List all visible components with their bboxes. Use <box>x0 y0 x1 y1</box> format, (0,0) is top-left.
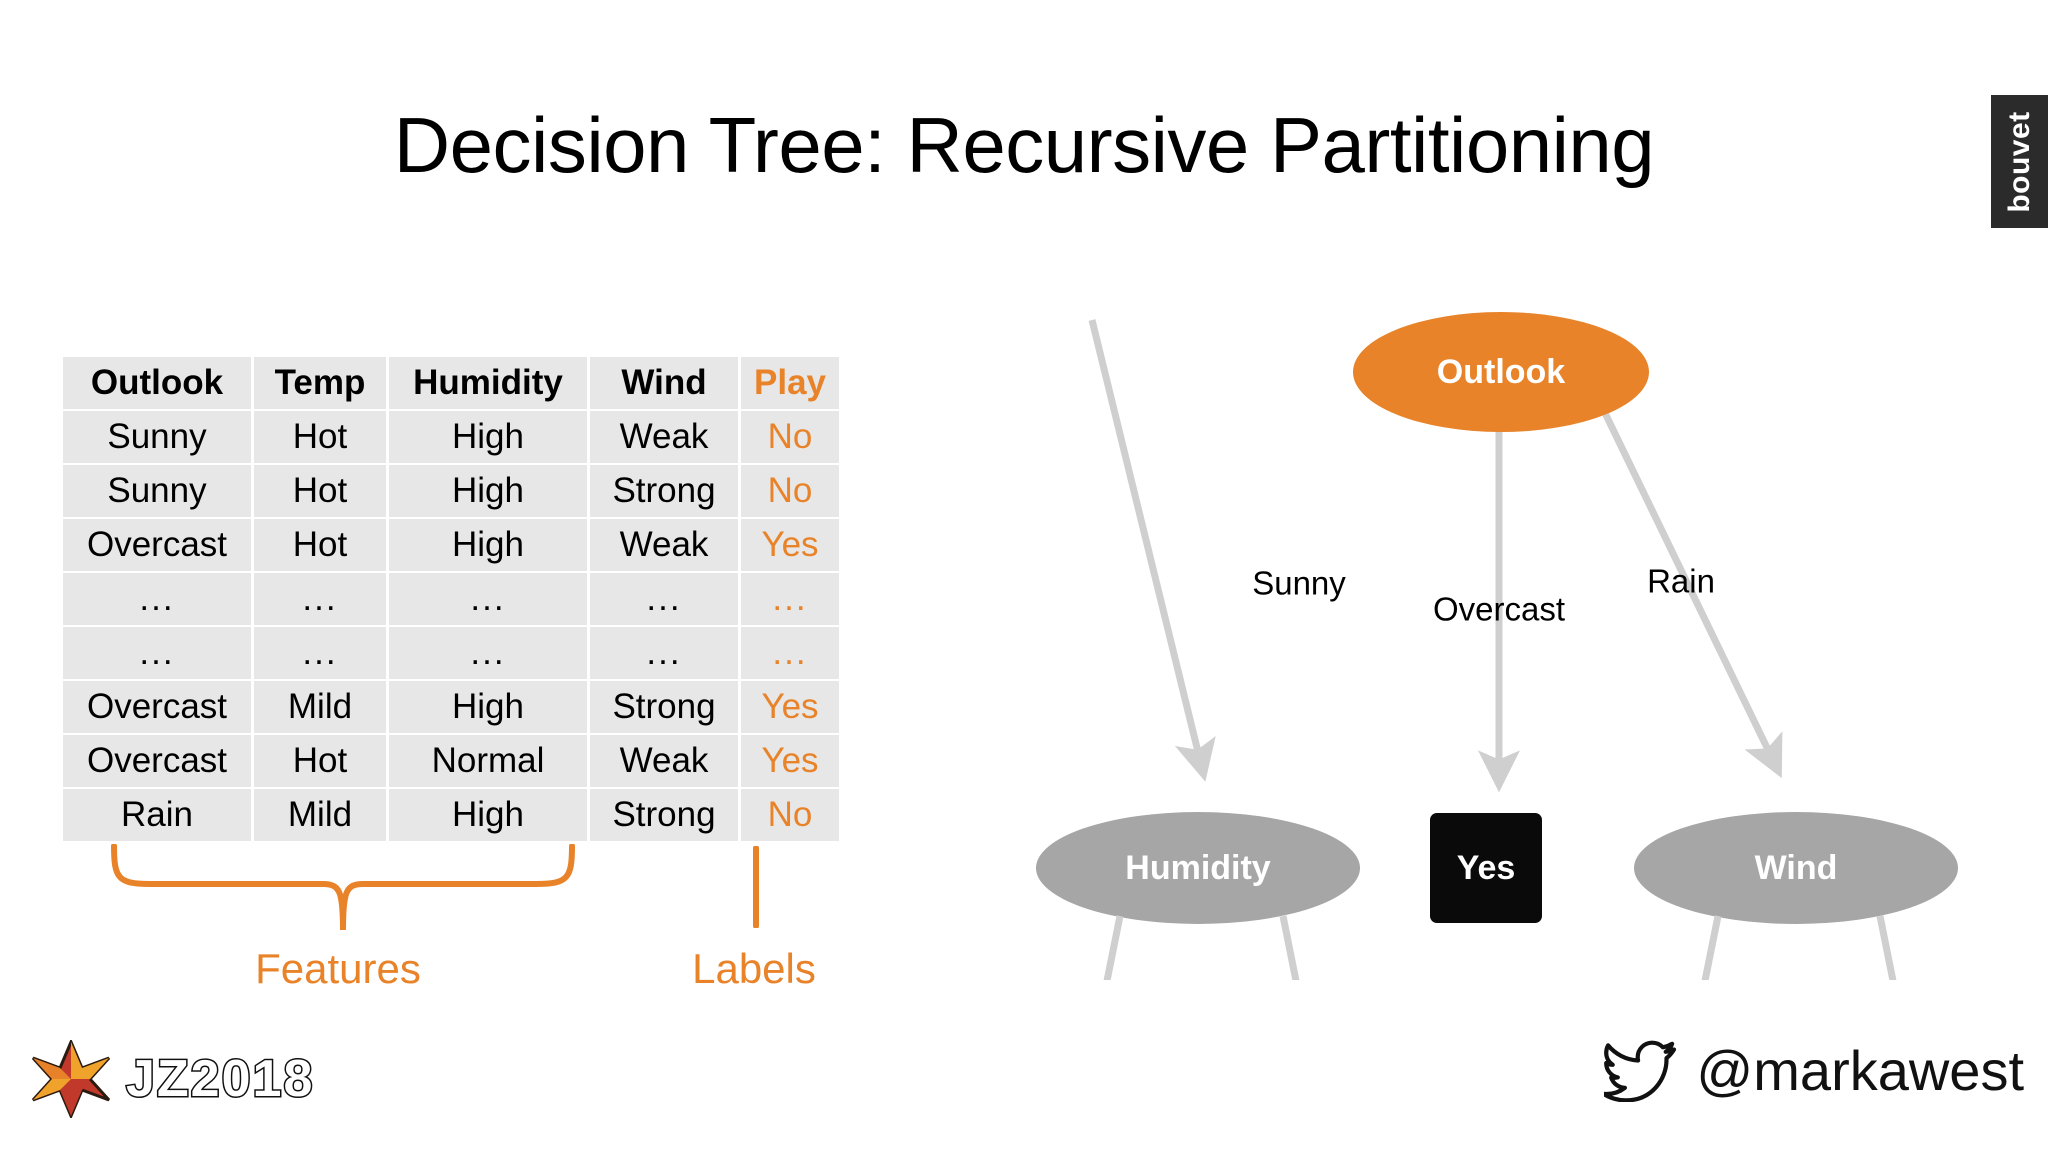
decision-tree-diagram: Outlook Sunny Overcast Rain Humidity Yes… <box>950 260 1958 980</box>
cell-humidity: High <box>389 789 587 841</box>
cell-play: Yes <box>741 681 839 733</box>
cell-play: No <box>741 411 839 463</box>
table-row: Overcast Mild High Strong Yes <box>63 681 839 733</box>
cell-outlook: Sunny <box>63 465 251 517</box>
bouvet-logo-text: bouvet <box>2002 110 2036 213</box>
cell-outlook: Overcast <box>63 681 251 733</box>
cell-temp: Hot <box>254 735 386 787</box>
bouvet-logo: bouvet <box>1991 95 2048 228</box>
tree-edge-humidity-high <box>1103 915 1124 980</box>
twitter-handle[interactable]: @markawest <box>1604 1038 2024 1103</box>
table-header-row: Outlook Temp Humidity Wind Play <box>63 357 839 409</box>
cell-play: ... <box>741 627 839 679</box>
training-data-table: Outlook Temp Humidity Wind Play Sunny Ho… <box>60 355 842 843</box>
cell-outlook: ... <box>63 573 251 625</box>
column-header-humidity: Humidity <box>389 357 587 409</box>
tree-leaf-overcast-yes-label: Yes <box>1457 849 1516 887</box>
javazone-wordmark: JZ2018 <box>124 1049 315 1110</box>
cell-wind: Strong <box>590 465 738 517</box>
cell-wind: Weak <box>590 519 738 571</box>
tree-node-humidity-label: Humidity <box>1125 849 1271 887</box>
tree-edge-wind-strong <box>1701 915 1722 980</box>
tree-node-humidity[interactable] <box>1036 812 1360 924</box>
cell-humidity: High <box>389 681 587 733</box>
column-header-temp: Temp <box>254 357 386 409</box>
cell-temp: Mild <box>254 681 386 733</box>
cell-outlook: Overcast <box>63 735 251 787</box>
table-row: Sunny Hot High Weak No <box>63 411 839 463</box>
features-brace-icon <box>111 844 575 931</box>
labels-bracket-icon <box>753 846 759 928</box>
column-header-play: Play <box>741 357 839 409</box>
cell-humidity: ... <box>389 627 587 679</box>
tree-node-outlook-label: Outlook <box>1437 353 1566 391</box>
cell-wind: ... <box>590 627 738 679</box>
tree-node-outlook[interactable] <box>1353 312 1649 432</box>
cell-wind: Weak <box>590 735 738 787</box>
tree-leaf-overcast-yes[interactable] <box>1430 813 1542 923</box>
features-annotation-label: Features <box>255 945 421 992</box>
javazone-star-icon <box>31 1040 111 1118</box>
labels-annotation-label: Labels <box>692 945 816 992</box>
tree-edge-label-sunny: Sunny <box>1252 565 1346 602</box>
tree-node-wind-label: Wind <box>1755 849 1838 887</box>
cell-wind: Weak <box>590 411 738 463</box>
twitter-handle-text: @markawest <box>1696 1039 2024 1102</box>
tree-edge-label-rain: Rain <box>1647 563 1715 600</box>
cell-temp: ... <box>254 573 386 625</box>
cell-temp: Mild <box>254 789 386 841</box>
tree-edge-wind-weak <box>1876 915 1897 980</box>
cell-temp: Hot <box>254 519 386 571</box>
cell-humidity: High <box>389 519 587 571</box>
column-header-wind: Wind <box>590 357 738 409</box>
cell-wind: Strong <box>590 681 738 733</box>
tree-edge-humidity-normal <box>1279 915 1300 980</box>
table-row: ... ... ... ... ... <box>63 573 839 625</box>
cell-temp: Hot <box>254 465 386 517</box>
table-row: Sunny Hot High Strong No <box>63 465 839 517</box>
tree-edge-root-sunny <box>1088 319 1216 782</box>
cell-temp: Hot <box>254 411 386 463</box>
cell-humidity: High <box>389 411 587 463</box>
cell-wind: Strong <box>590 789 738 841</box>
tree-edge-sunny <box>950 260 1113 265</box>
twitter-bird-icon <box>1604 1040 1677 1102</box>
cell-play: No <box>741 465 839 517</box>
tree-edge-label-overcast: Overcast <box>1433 591 1565 628</box>
cell-outlook: ... <box>63 627 251 679</box>
cell-outlook: Sunny <box>63 411 251 463</box>
javazone-logo: JZ2018 <box>30 1040 314 1118</box>
table-row: ... ... ... ... ... <box>63 627 839 679</box>
page-title: Decision Tree: Recursive Partitioning <box>393 101 1655 189</box>
cell-wind: ... <box>590 573 738 625</box>
cell-play: No <box>741 789 839 841</box>
tree-node-wind[interactable] <box>1634 812 1958 924</box>
cell-play: ... <box>741 573 839 625</box>
cell-play: Yes <box>741 519 839 571</box>
column-header-outlook: Outlook <box>63 357 251 409</box>
table-row: Overcast Hot Normal Weak Yes <box>63 735 839 787</box>
table-row: Rain Mild High Strong No <box>63 789 839 841</box>
table-row: Overcast Hot High Weak Yes <box>63 519 839 571</box>
cell-temp: ... <box>254 627 386 679</box>
cell-humidity: ... <box>389 573 587 625</box>
cell-outlook: Rain <box>63 789 251 841</box>
cell-outlook: Overcast <box>63 519 251 571</box>
cell-humidity: High <box>389 465 587 517</box>
cell-humidity: Normal <box>389 735 587 787</box>
cell-play: Yes <box>741 735 839 787</box>
